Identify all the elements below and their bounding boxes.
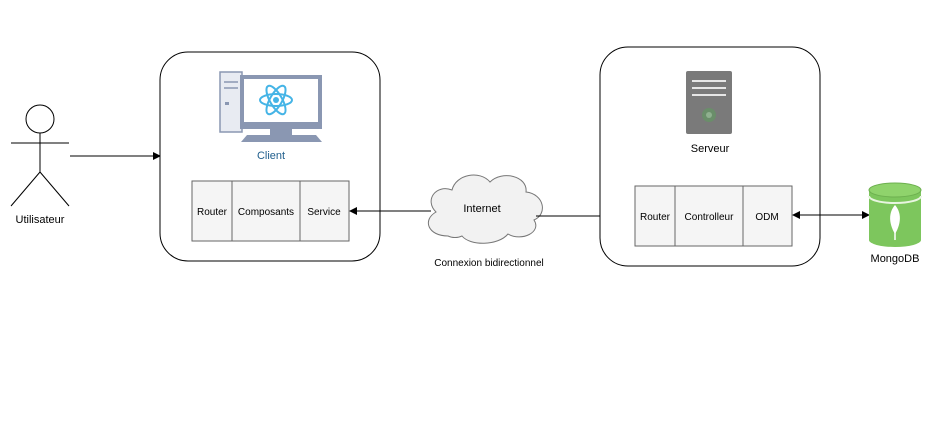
mongodb-database-icon	[868, 182, 922, 247]
client-module-composants	[231, 180, 301, 242]
client-modules: Router Composants Service	[191, 180, 350, 242]
internet-cloud: Internet	[427, 174, 543, 244]
server-module-label: ODM	[755, 212, 778, 223]
server-module-label: Router	[640, 212, 671, 223]
client-module-label: Router	[197, 207, 228, 218]
server-module-label: Controlleur	[685, 212, 735, 223]
cloud-label: Internet	[463, 203, 500, 215]
connection-label: Connexion bidirectionnel	[434, 258, 544, 269]
server-tower-icon	[686, 71, 732, 134]
actor-label: Utilisateur	[16, 214, 65, 226]
react-logo-icon	[259, 84, 293, 116]
client-module-label: Service	[307, 207, 341, 218]
client-label: Client	[257, 150, 285, 162]
stick-figure-icon	[10, 104, 70, 207]
mongodb-database: MongoDB	[868, 182, 922, 265]
server-container: Serveur Router Controlleur ODM	[599, 46, 821, 267]
client-module-router	[191, 180, 233, 242]
client-module-service	[299, 180, 350, 242]
client-module-label: Composants	[238, 207, 294, 218]
server-modules: Router Controlleur ODM	[634, 185, 793, 247]
user-actor: Utilisateur	[10, 104, 70, 226]
cloud-icon	[427, 174, 543, 244]
database-label: MongoDB	[871, 253, 920, 265]
server-module-controlleur	[674, 185, 744, 247]
client-container: Client Router Composants Service	[159, 51, 381, 262]
server-module-router	[634, 185, 676, 247]
server-label: Serveur	[691, 143, 730, 155]
